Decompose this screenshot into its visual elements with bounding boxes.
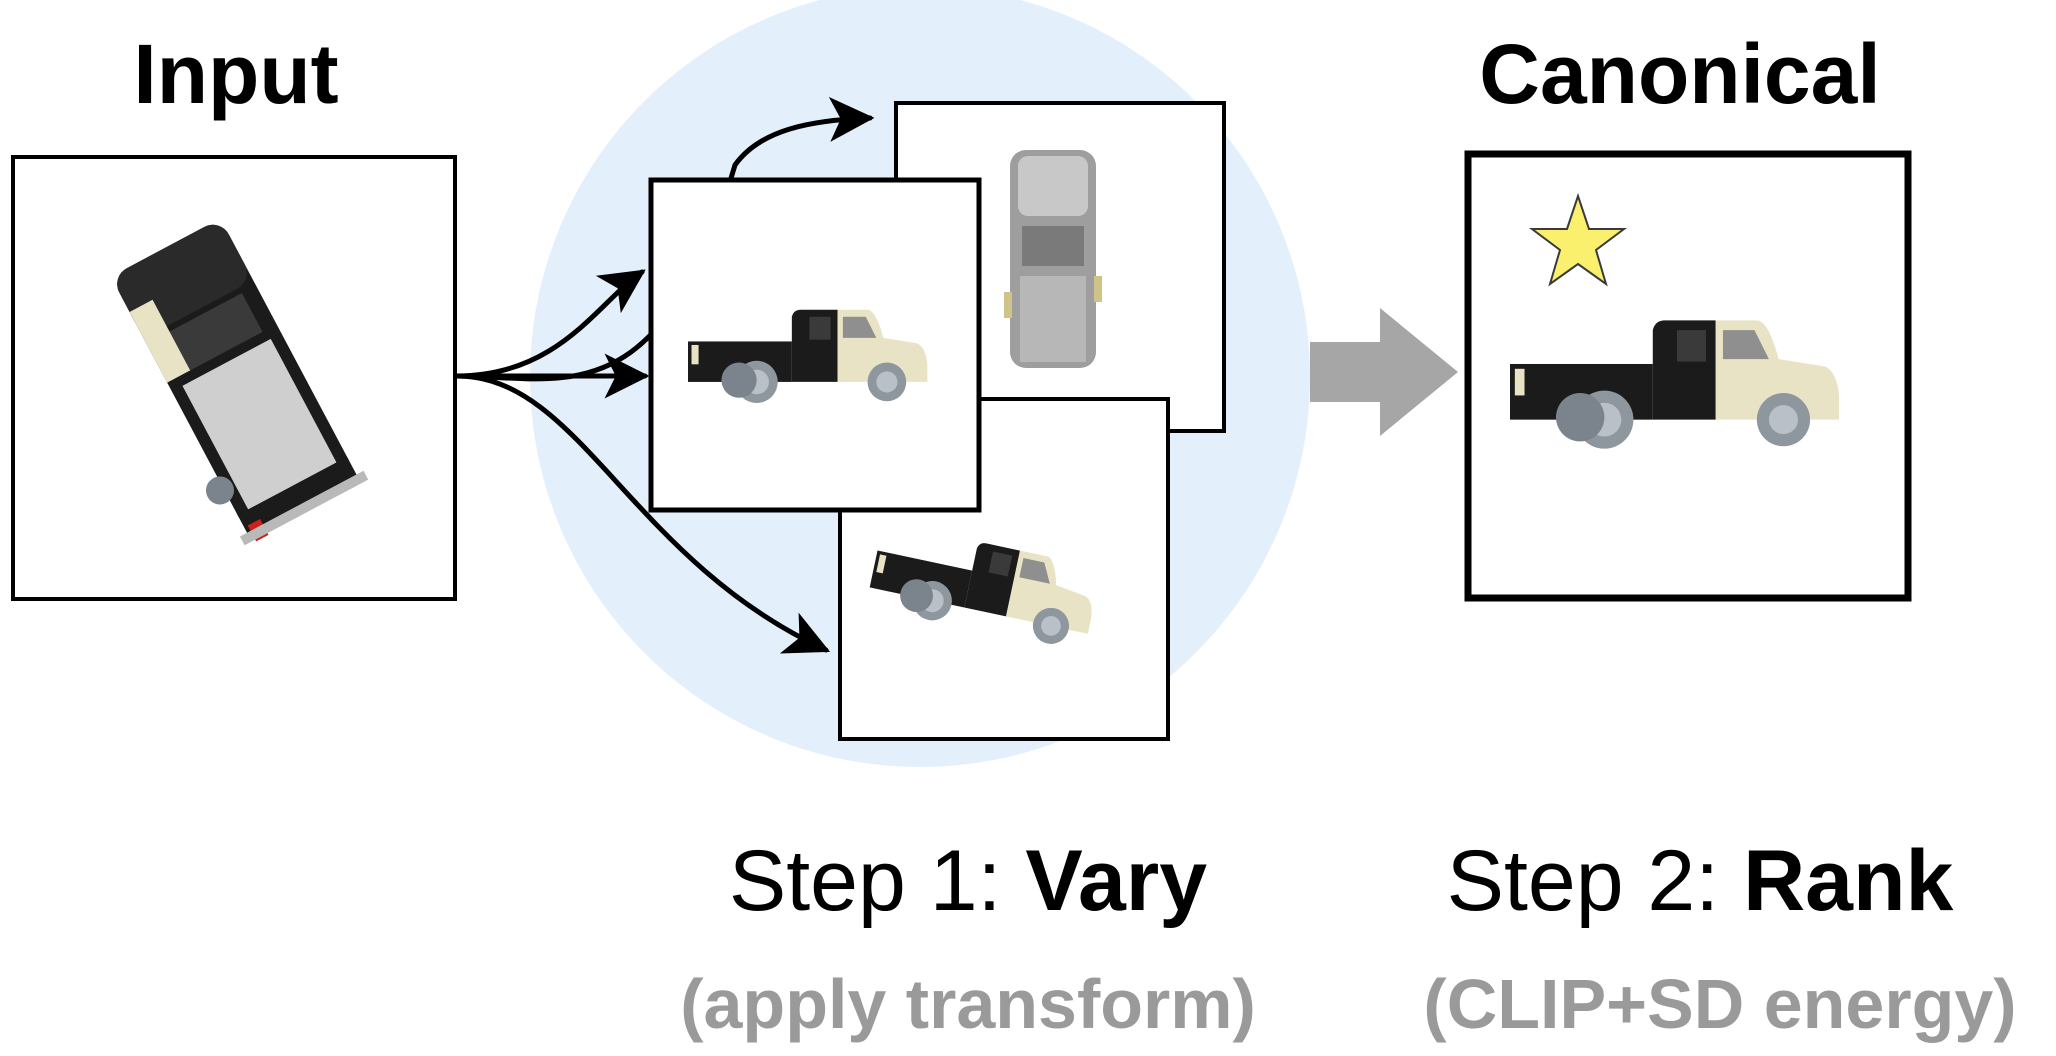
step-2-detail: (CLIP+SD energy) [1423,965,2016,1043]
canonical-title: Canonical [1479,27,1880,121]
star-icon [1529,192,1627,287]
pickup-truck-icon [1004,150,1102,368]
step-2-label: Step 2: Rank [1447,833,1954,929]
step-1-name: Vary [1025,833,1207,929]
step-2-prefix: Step 2: [1447,833,1743,929]
step-1-detail: (apply transform) [680,965,1256,1043]
step-1-label: Step 1: Vary [729,833,1207,929]
variant-panel-side-view [648,177,982,513]
right-arrow-icon [1310,308,1458,436]
canonical-panel [1464,150,1912,602]
input-title: Input [133,27,338,121]
input-panel [11,155,457,601]
step-2-name: Rank [1743,833,1953,929]
variant-panel-angled-view [838,397,1170,741]
step-1-prefix: Step 1: [729,833,1025,929]
pickup-truck-icon [117,224,369,546]
